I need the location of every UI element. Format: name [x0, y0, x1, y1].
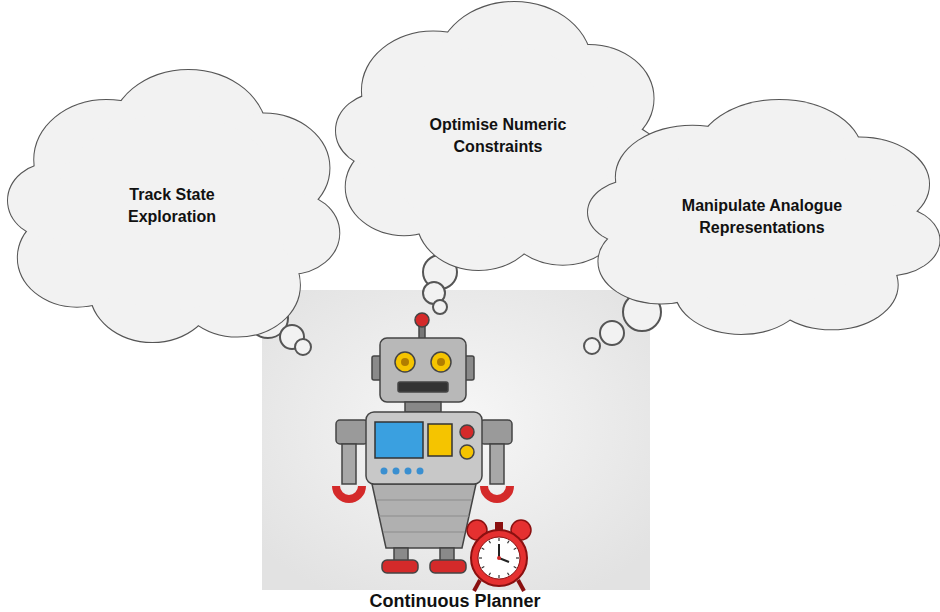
clock-pin: [497, 556, 501, 560]
robot-claw: [484, 486, 510, 499]
cloud-text: Optimise Numeric Constraints: [428, 114, 568, 157]
robot-mouth: [398, 382, 448, 392]
clock-tick: [508, 541, 510, 544]
robot-caption: Continuous Planner: [370, 592, 541, 610]
clock-tick: [489, 573, 491, 576]
robot-arm: [490, 444, 504, 484]
clock-tick: [514, 548, 517, 550]
robot-leg: [440, 548, 454, 561]
clock-tick: [498, 575, 499, 578]
robot-shoulder: [336, 420, 368, 444]
cloud-text-area: Manipulate Analogue Representations: [588, 100, 936, 334]
clock-tick: [482, 548, 485, 550]
cloud-bump: [381, 45, 614, 238]
robot-foot: [430, 560, 466, 573]
robot-head: [380, 338, 466, 402]
robot-body-stripes: [376, 500, 472, 532]
clock-tick: [514, 567, 517, 569]
clock-ticks: [479, 538, 519, 578]
robot-shoulder: [480, 420, 512, 444]
robot-foot: [382, 560, 418, 573]
robot-antenna-ball: [415, 313, 429, 327]
alarm-clock: [467, 520, 531, 591]
cloud-fill: [637, 137, 888, 305]
robot-body: [366, 412, 482, 484]
cloud-outline: [8, 70, 336, 342]
robot-arm: [342, 444, 356, 484]
clock-tick: [508, 573, 510, 576]
clock-hand: [498, 544, 500, 558]
thought-bubble: [600, 321, 624, 345]
robot-screen: [375, 422, 423, 458]
cloud-fill: [54, 114, 290, 310]
cloud-text: Track State Exploration: [97, 184, 247, 227]
robot-neck: [405, 402, 441, 412]
cloud-text: Manipulate Analogue Representations: [677, 195, 847, 238]
robot-pupil: [437, 358, 445, 366]
clock-leg: [518, 580, 524, 591]
cloud-bump: [54, 114, 290, 310]
clock-tick: [489, 541, 491, 544]
cloud-fill: [381, 45, 614, 238]
cloud-text-area: Track State Exploration: [8, 70, 336, 342]
thought-bubble: [584, 338, 600, 354]
thought-cloud: Manipulate Analogue Representations: [588, 100, 936, 334]
cloud-outline: [588, 100, 936, 334]
thought-bubble: [295, 339, 311, 355]
clock-body: [471, 530, 527, 586]
robot-eye: [395, 352, 415, 372]
robot-panel-square: [428, 424, 452, 456]
clock-face: [478, 537, 520, 579]
clock-tick: [498, 538, 499, 541]
robot-leg: [394, 548, 408, 561]
clock-tick: [516, 557, 519, 558]
thought-cloud: Track State Exploration: [8, 70, 336, 342]
robot-lower-body: [372, 484, 476, 548]
robot-dots: [381, 468, 424, 475]
clock-tick: [479, 557, 482, 558]
thought-bubble: [433, 300, 447, 314]
robot-eye: [431, 352, 451, 372]
cloud-bump: [637, 137, 888, 305]
robot-button: [460, 445, 474, 459]
clock-tick: [482, 567, 485, 569]
robot-panel: [262, 290, 650, 590]
robot-button: [460, 425, 474, 439]
clock-leg: [474, 580, 480, 591]
robot-claw: [336, 486, 362, 499]
clock-hammer: [495, 522, 503, 530]
robot-pupil: [401, 358, 409, 366]
